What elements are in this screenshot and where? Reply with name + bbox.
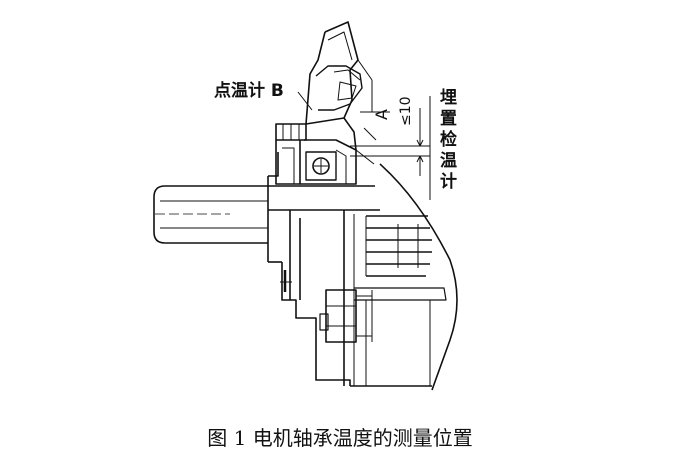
stator-rotor <box>343 149 458 391</box>
label-spot-thermometer: 点温计 B <box>214 81 284 101</box>
shaft-extension <box>153 185 268 244</box>
label-dimension: ≤10 <box>398 96 414 126</box>
bearing-assembly <box>275 117 357 185</box>
end-shield <box>267 152 380 386</box>
bolt-clamp <box>319 289 373 343</box>
label-embedded-thermometer: 埋置检温计 <box>440 88 457 192</box>
label-point-a: A <box>372 109 391 120</box>
figure-caption: 图 1 电机轴承温度的测量位置 <box>207 426 473 450</box>
dimension-lines <box>297 91 431 200</box>
frame-top <box>305 21 390 125</box>
